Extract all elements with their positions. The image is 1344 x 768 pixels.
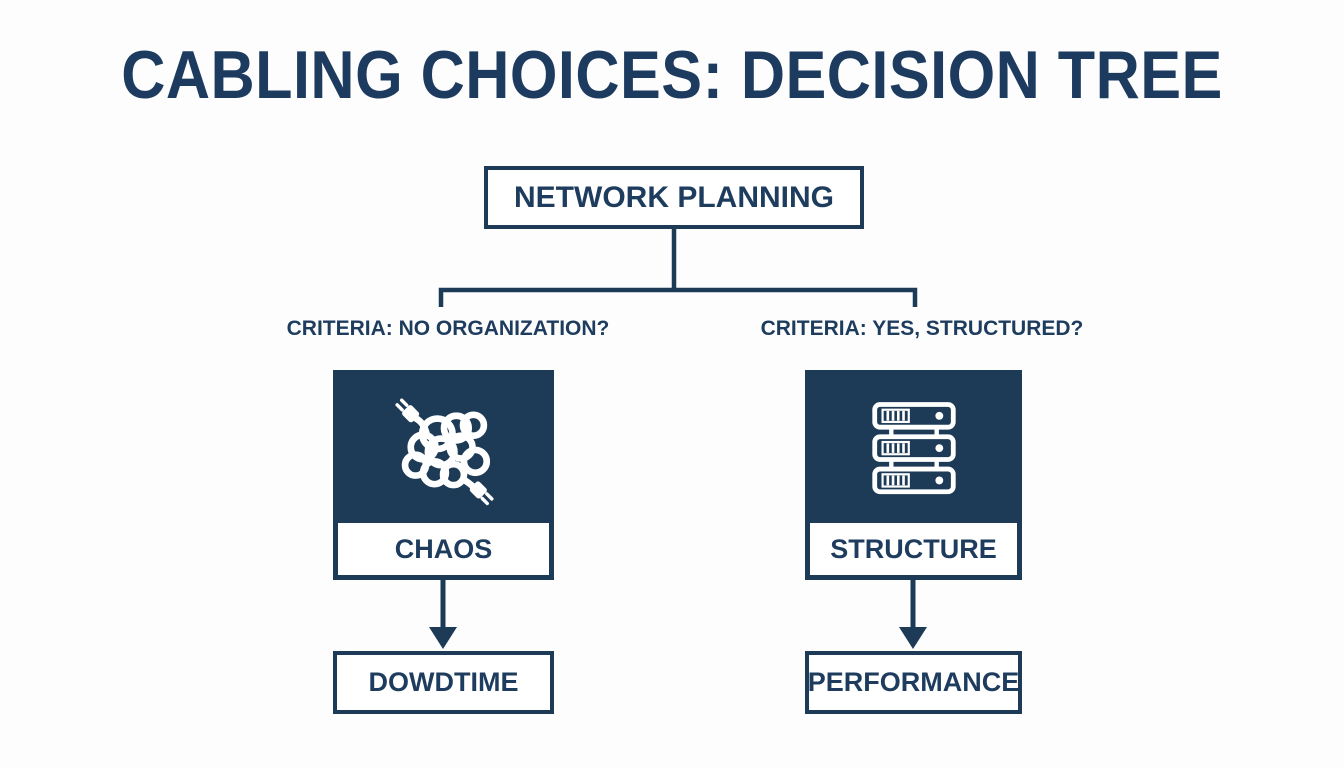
node-caption-chaos: CHAOS <box>338 523 549 575</box>
node-caption-structure: STRUCTURE <box>810 523 1017 575</box>
structure-image-area <box>810 375 1017 523</box>
outcome-node-performance: PERFORMANCE <box>805 651 1022 714</box>
tangled-cables-icon <box>394 398 494 506</box>
page-title: CABLING CHOICES: DECISION TREE <box>0 36 1344 114</box>
root-node-label: NETWORK PLANNING <box>514 180 834 214</box>
outcome-label-right: PERFORMANCE <box>807 667 1020 697</box>
criteria-label-right: CRITERIA: YES, STRUCTURED? <box>760 317 1084 340</box>
node-chaos: CHAOS <box>333 370 554 580</box>
criteria-label-left: CRITERIA: NO ORGANIZATION? <box>286 317 610 340</box>
outcome-node-downtime: DOWDTIME <box>333 651 554 714</box>
server-rack-icon <box>871 402 956 495</box>
root-node-network-planning: NETWORK PLANNING <box>484 166 864 229</box>
node-structure: STRUCTURE <box>805 370 1022 580</box>
outcome-label-left: DOWDTIME <box>368 667 519 697</box>
arrow-head-left <box>429 627 457 649</box>
page-title-text: CABLING CHOICES: DECISION TREE <box>121 37 1223 113</box>
chaos-image-area <box>338 375 549 523</box>
arrow-head-right <box>899 627 927 649</box>
